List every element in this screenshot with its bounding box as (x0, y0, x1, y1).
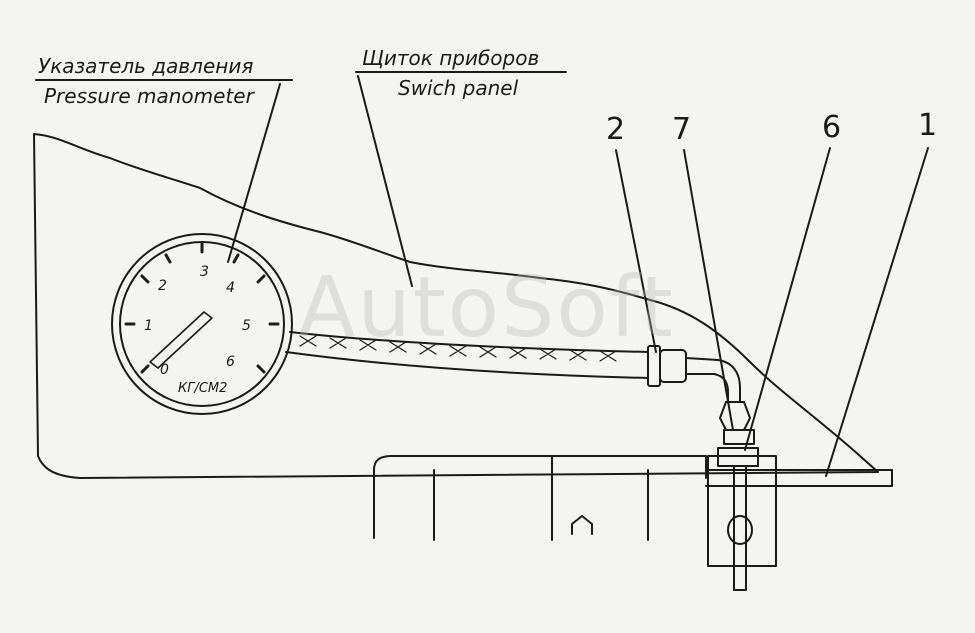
leader-panel (357, 75, 413, 287)
leader-7 (683, 149, 734, 431)
panel-label-en: Swich panel (398, 76, 519, 100)
leader-2 (615, 149, 657, 353)
dashboard-hook (571, 515, 593, 535)
tube-elbow-inner (685, 373, 729, 403)
leader-1 (825, 147, 929, 477)
hose-braid (299, 335, 617, 362)
hose-top (289, 331, 649, 353)
watermark: AutoSoft (298, 258, 675, 356)
panel-outline (33, 133, 879, 479)
gauge-outer-ring (111, 233, 293, 415)
fitting-6-nut (723, 429, 755, 445)
fitting-stem-clip (727, 515, 753, 545)
gauge-inner-ring (119, 241, 285, 407)
gauge-needle (149, 311, 213, 369)
panel-label-ru: Щиток приборов (362, 46, 540, 70)
dashboard-block (373, 455, 707, 539)
gauge-scale-0: 0 (160, 362, 169, 378)
gauge-label-ru: Указатель давления (38, 54, 254, 78)
leader-gauge (227, 83, 281, 263)
gauge-scale-5: 5 (242, 318, 251, 334)
gauge-unit: КГ/СМ2 (178, 381, 227, 396)
gauge-scale-6: 6 (226, 354, 235, 370)
gauge-label-en: Pressure manometer (44, 84, 254, 108)
fitting-7 (719, 401, 751, 431)
fitting-2-body (659, 349, 687, 383)
callout-7: 7 (672, 112, 692, 147)
gauge-scale-3: 3 (200, 264, 209, 280)
hose-bottom (285, 351, 649, 379)
leader-6 (744, 147, 831, 451)
tube-elbow (685, 357, 741, 403)
gauge-scale-2: 2 (158, 278, 167, 294)
gauge-ticks (124, 242, 280, 374)
fitting-stem (733, 465, 747, 591)
gauge-scale-1: 1 (144, 318, 153, 334)
gauge-scale-4: 4 (226, 280, 235, 296)
callout-6: 6 (822, 110, 842, 145)
callout-2: 2 (606, 112, 626, 147)
callout-1: 1 (918, 108, 938, 143)
